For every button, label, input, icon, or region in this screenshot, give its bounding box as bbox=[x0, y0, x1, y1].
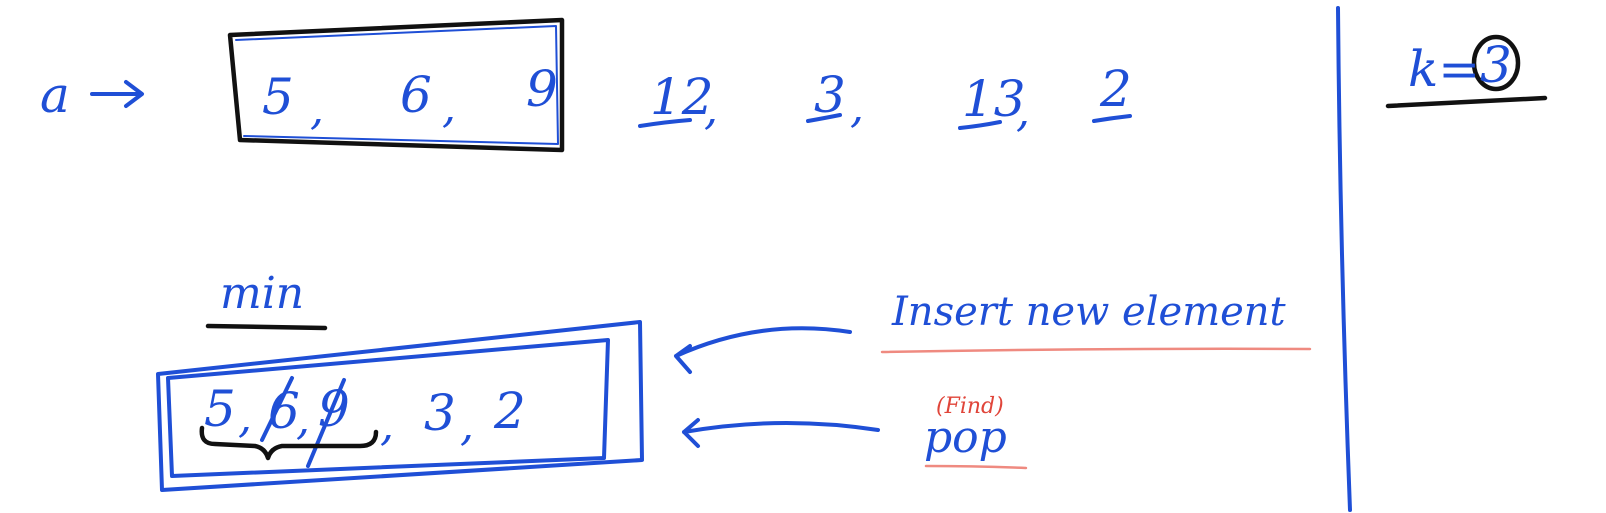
group-brace bbox=[199, 425, 379, 461]
underline-13 bbox=[958, 120, 1002, 130]
heap-value-3: 9 bbox=[318, 380, 350, 438]
comma: , bbox=[238, 392, 252, 443]
insert-note: Insert new element bbox=[892, 289, 1286, 335]
heap-value-1: 5 bbox=[204, 380, 236, 438]
window-value-3: 9 bbox=[526, 60, 558, 118]
heap-value-2: 6 bbox=[268, 382, 300, 440]
array-name: a bbox=[40, 66, 70, 124]
comma: , bbox=[442, 82, 456, 133]
strike-6 bbox=[260, 376, 294, 442]
comma: , bbox=[310, 84, 324, 135]
rest-value-2: 3 bbox=[814, 66, 846, 124]
window-value-2: 6 bbox=[400, 66, 432, 124]
k-label: k= bbox=[1408, 40, 1481, 98]
heap-label: min bbox=[220, 268, 305, 319]
rest-value-3: 13 bbox=[962, 70, 1026, 128]
window-box-inner bbox=[235, 25, 559, 145]
min-underline bbox=[205, 323, 328, 331]
find-note: (Find) bbox=[936, 394, 1004, 419]
underline-12 bbox=[638, 118, 692, 128]
insert-arrow bbox=[674, 326, 852, 374]
window-value-1: 5 bbox=[262, 68, 294, 126]
rest-value-4: 2 bbox=[1100, 60, 1132, 118]
comma: , bbox=[1016, 86, 1030, 137]
window-box bbox=[227, 17, 565, 153]
pop-note: pop bbox=[924, 412, 1007, 463]
k-underline bbox=[1385, 95, 1548, 109]
k-value: 3 bbox=[1480, 36, 1512, 94]
comma: , bbox=[850, 82, 864, 133]
underline-2 bbox=[1092, 114, 1132, 123]
vertical-divider bbox=[1336, 6, 1352, 512]
comma: , bbox=[704, 84, 718, 135]
comma: , bbox=[380, 400, 394, 451]
strike-9 bbox=[306, 378, 346, 468]
pointer-arrow bbox=[90, 80, 144, 108]
underline-3 bbox=[806, 113, 842, 123]
heap-box-outer bbox=[156, 320, 644, 492]
heap-box-inner bbox=[166, 338, 610, 478]
comma: , bbox=[460, 400, 474, 451]
pop-underline bbox=[924, 464, 1028, 470]
heap-value-4: 3 bbox=[424, 384, 456, 442]
pop-arrow bbox=[682, 418, 880, 448]
heap-value-5: 2 bbox=[494, 382, 526, 440]
rest-value-1: 12 bbox=[650, 68, 714, 126]
insert-underline bbox=[880, 347, 1312, 354]
k-circle bbox=[1471, 34, 1521, 92]
comma: , bbox=[296, 394, 310, 445]
